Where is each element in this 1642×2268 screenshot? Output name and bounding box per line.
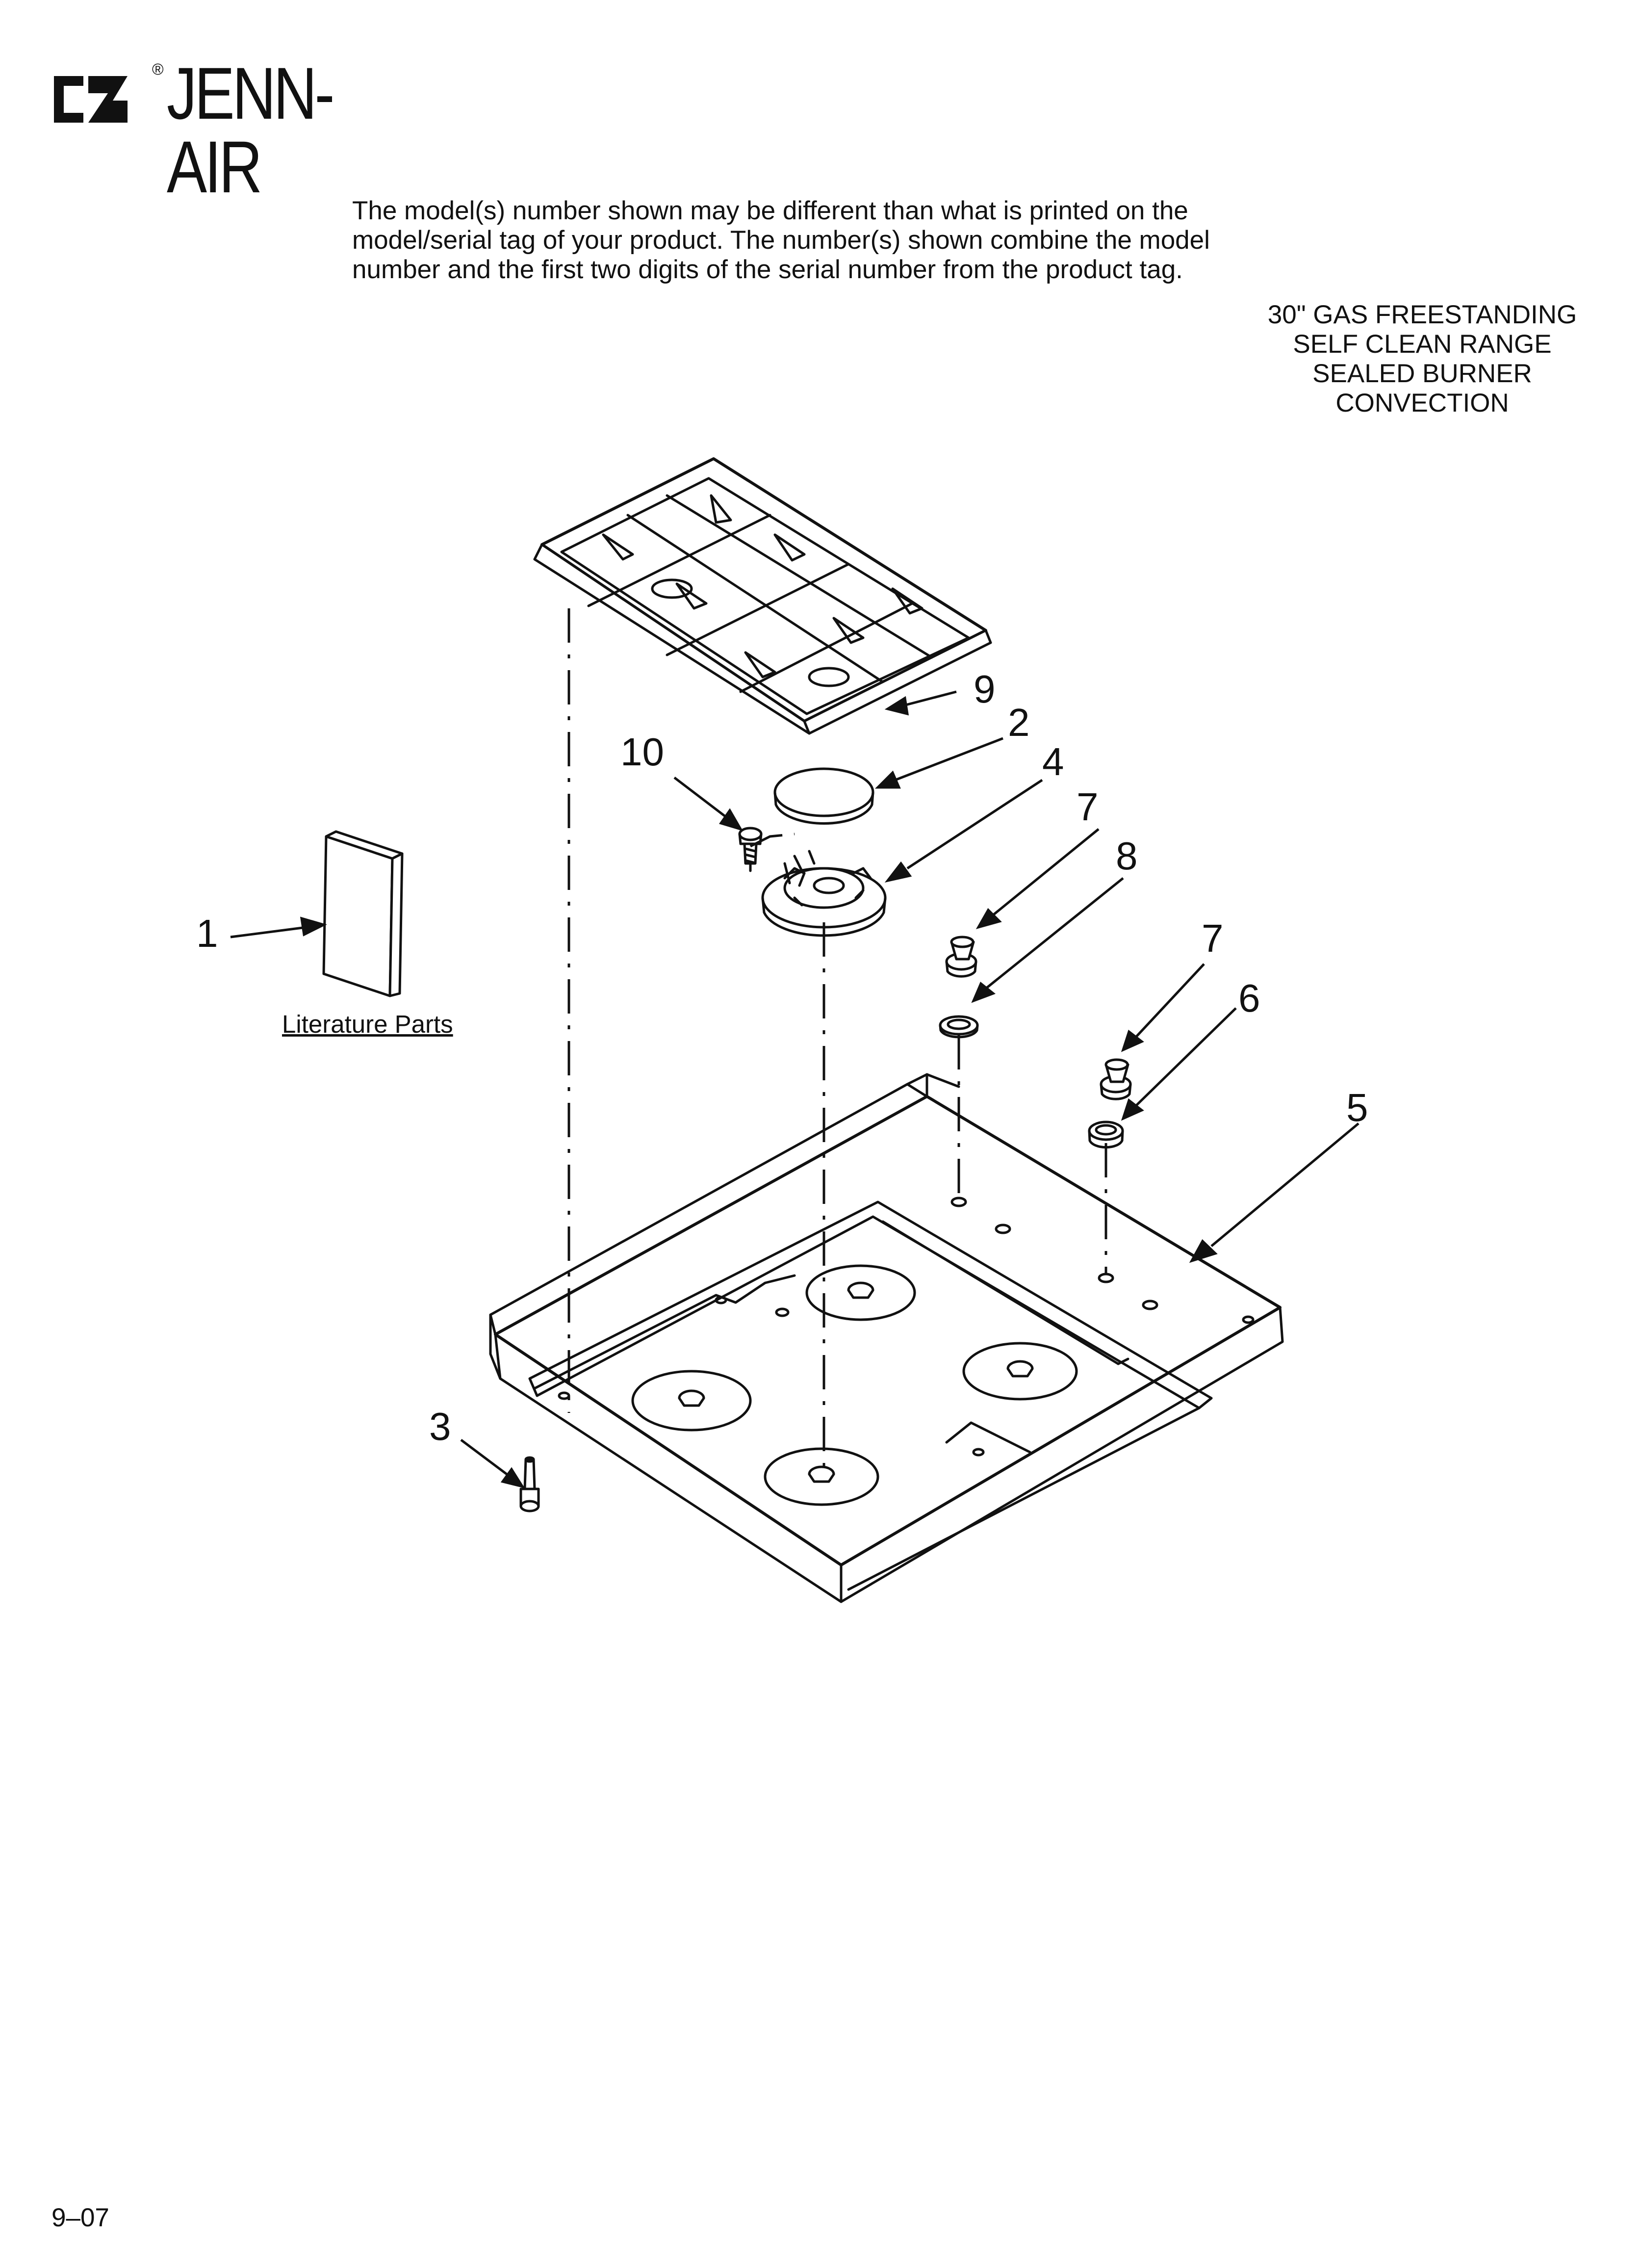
model-number-notice: The model(s) number shown may be differe… [352,196,1333,285]
burner-cap [773,767,874,825]
literature-parts-label: Literature Parts [282,1010,453,1038]
literature-booklet [322,830,404,997]
jenn-air-logo: ® JENN-AIR [54,56,427,204]
control-knob-2 [1100,1058,1132,1100]
callout-3: 3 [429,1405,451,1448]
callout-8: 8 [1116,834,1138,878]
callout-1: 1 [196,912,218,955]
product-description: 30" GAS FREESTANDING SELF CLEAN RANGE SE… [1197,300,1642,418]
brand-name: JENN-AIR [167,52,334,208]
burner-base [761,850,887,937]
date-code: 9–07 [51,2203,109,2232]
cooktop-burner-openings [631,1264,1078,1506]
notice-line: number and the first two digits of the s… [352,255,1183,284]
cooktop-knob-holes [558,1197,1255,1457]
callout-leaders [230,690,1360,1488]
jenn-air-logo-icon [54,76,128,123]
burner-grate [533,457,992,735]
callout-9: 9 [974,667,996,711]
callout-10: 10 [620,730,664,774]
notice-line: model/serial tag of your product. The nu… [352,226,1210,255]
product-line: SEALED BURNER [1312,359,1532,388]
control-knob-1 [945,936,977,978]
burner-screw [738,827,763,872]
cooktop-main-top [489,1073,1284,1603]
product-line: 30" GAS FREESTANDING [1267,300,1577,329]
notice-line: The model(s) number shown may be differe… [352,196,1188,225]
leveling-leg [519,1456,540,1512]
assembly-guide-lines [567,608,1107,1472]
knob-bezel-2 [1088,1121,1124,1149]
product-line: CONVECTION [1335,389,1509,417]
callout-6: 6 [1238,976,1260,1020]
callout-7a: 7 [1077,785,1099,829]
callout-2: 2 [1008,701,1030,744]
callout-5: 5 [1346,1086,1368,1129]
product-line: SELF CLEAN RANGE [1293,330,1552,359]
callout-7b: 7 [1202,916,1224,960]
callout-4: 4 [1042,740,1064,783]
registered-mark: ® [152,60,164,78]
knob-bezel-1 [939,1015,979,1039]
